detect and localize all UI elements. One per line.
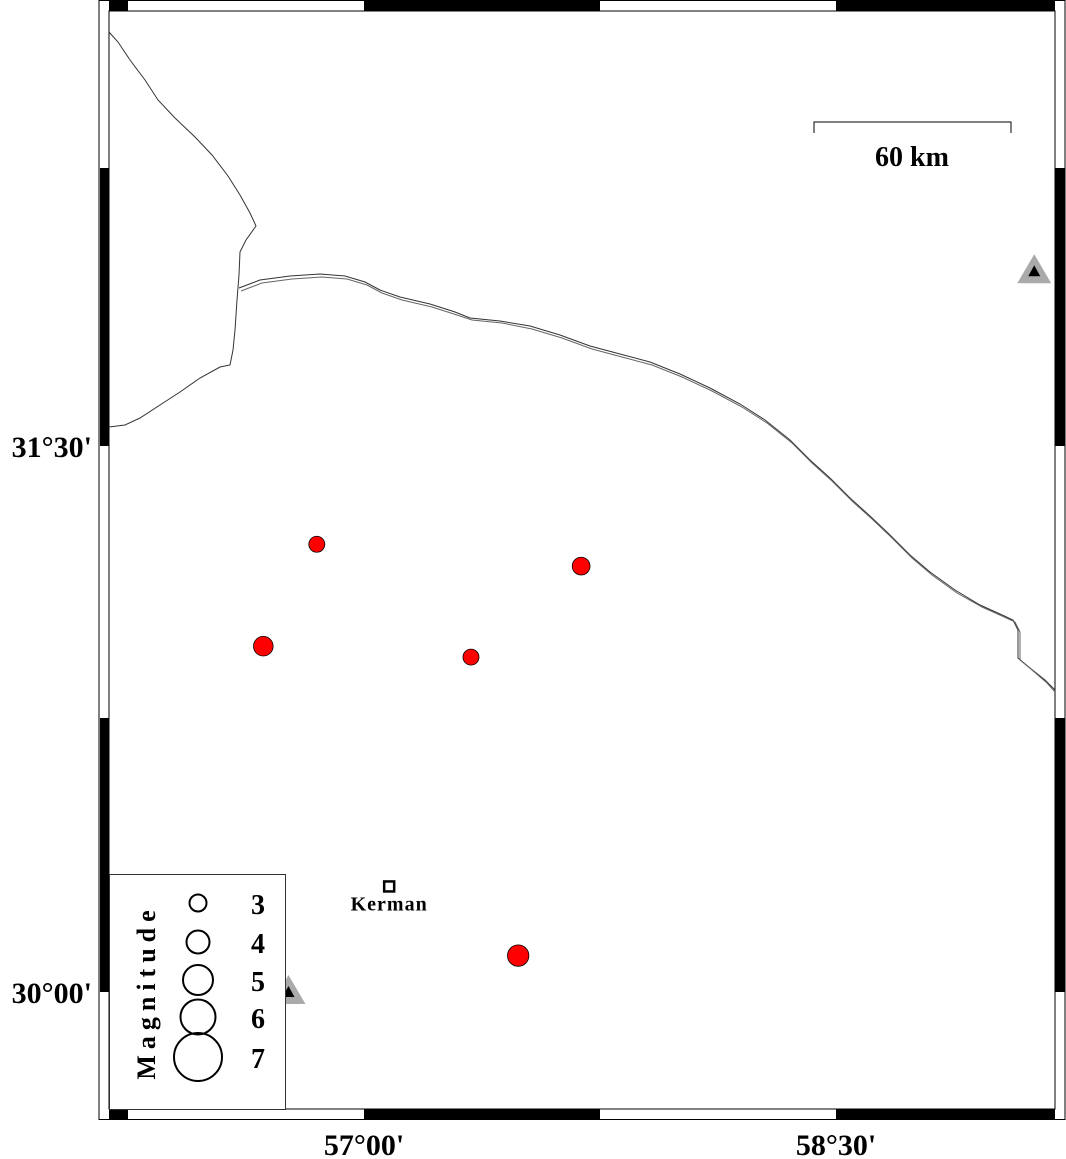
legend-circle bbox=[173, 1032, 223, 1082]
legend-title: Magnitude bbox=[132, 904, 161, 1079]
legend-label: 3 bbox=[251, 890, 265, 921]
legend-label: 7 bbox=[251, 1044, 265, 1075]
earthquake-event bbox=[571, 556, 591, 576]
legend-circle bbox=[185, 929, 211, 955]
seismic-station-triangle-icon bbox=[1017, 254, 1052, 284]
lat-label-31-30: 31°30' bbox=[12, 431, 92, 464]
lon-label-58-30: 58°30' bbox=[796, 1129, 876, 1159]
legend-circle bbox=[188, 893, 208, 913]
legend-label: 4 bbox=[251, 929, 265, 960]
legend-label: 5 bbox=[251, 967, 265, 998]
lat-label-30: 30°00' bbox=[12, 977, 92, 1010]
lon-label-57: 57°00' bbox=[324, 1129, 404, 1159]
earthquake-event bbox=[507, 944, 530, 967]
scale-bar-label: 60 km bbox=[875, 142, 949, 173]
scale-bar: 60 km bbox=[813, 121, 1012, 173]
legend-circle bbox=[182, 964, 214, 996]
city-square-icon bbox=[382, 880, 396, 893]
earthquake-event bbox=[308, 535, 326, 553]
city-label: Kerman bbox=[351, 893, 428, 915]
province-borders bbox=[108, 31, 1056, 693]
magnitude-legend: Magnitude 3 4 5 6 7 bbox=[109, 874, 286, 1110]
legend-circle bbox=[179, 998, 217, 1036]
legend-label: 6 bbox=[251, 1004, 265, 1035]
earthquake-event bbox=[253, 636, 274, 657]
earthquake-event bbox=[462, 648, 480, 666]
